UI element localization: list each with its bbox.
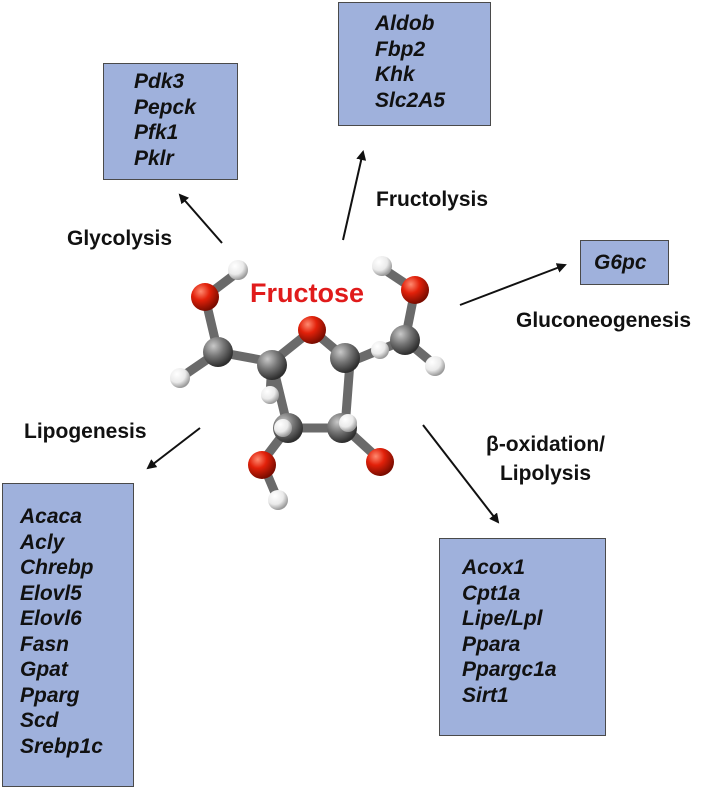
gene-label: Scd [20,709,59,732]
fructose-molecule [170,256,445,510]
gene-label: Acaca [20,505,82,528]
gene-label: Lipe/Lpl [462,607,543,630]
fructolysis-gene-box: Aldob Fbp2 Khk Slc2A5 [338,2,491,126]
glycolysis-gene-box: Pdk3 Pepck Pfk1 Pklr [103,63,238,180]
gene-label: Pfk1 [134,121,179,144]
lipogenesis-gene-box: Acaca Acly Chrebp Elovl5 Elovl6 Fasn Gpa… [2,483,134,787]
gluconeogenesis-label: Gluconeogenesis [516,309,692,332]
gene-label: Elovl6 [20,607,82,630]
beta-oxidation-gene-box: Acox1 Cpt1a Lipe/Lpl Ppara Ppargc1a Sirt… [439,538,606,736]
arrow-glycolysis [178,193,223,244]
gene-label: Acox1 [462,556,526,579]
gene-label: Acly [20,530,65,554]
gene-label: Khk [375,63,415,86]
beta-oxidation-label: β-oxidation/ Lipolysis [486,430,605,488]
gene-label: Ppargc1a [462,658,557,681]
gene-label: Cpt1a [462,581,521,605]
gene-label: Ppara [462,632,521,656]
arrow-lipogenesis [146,427,201,470]
gene-label: Aldob [375,12,435,35]
gene-label: Chrebp [20,556,94,579]
gene-label: Slc2A5 [375,88,446,112]
gene-label: Fasn [20,632,70,656]
gene-label: Sirt1 [462,683,509,707]
gene-label: Pepck [134,95,196,119]
arrow-beta-oxidation [422,424,500,524]
gene-label: Srebp1c [20,734,103,758]
gene-label: Pdk3 [134,70,185,93]
gene-label: Pparg [20,683,80,707]
lipogenesis-label: Lipogenesis [24,420,147,443]
gene-label: Elovl5 [20,581,82,605]
fructolysis-label: Fructolysis [376,188,489,211]
beta-oxidation-label-line2: Lipolysis [499,462,591,485]
gluconeogenesis-gene-box: G6pc [580,240,669,285]
molecule-title: Fructose [250,278,365,308]
gene-label: Pklr [134,146,174,170]
beta-oxidation-label-line1: β-oxidation/ [486,433,605,456]
gene-label: G6pc [594,251,647,274]
glycolysis-label: Glycolysis [67,227,173,250]
gene-label: Fbp2 [375,37,426,61]
arrow-gluconeogenesis [459,263,567,306]
gene-label: Gpat [20,658,68,681]
arrow-fructolysis [342,150,367,241]
